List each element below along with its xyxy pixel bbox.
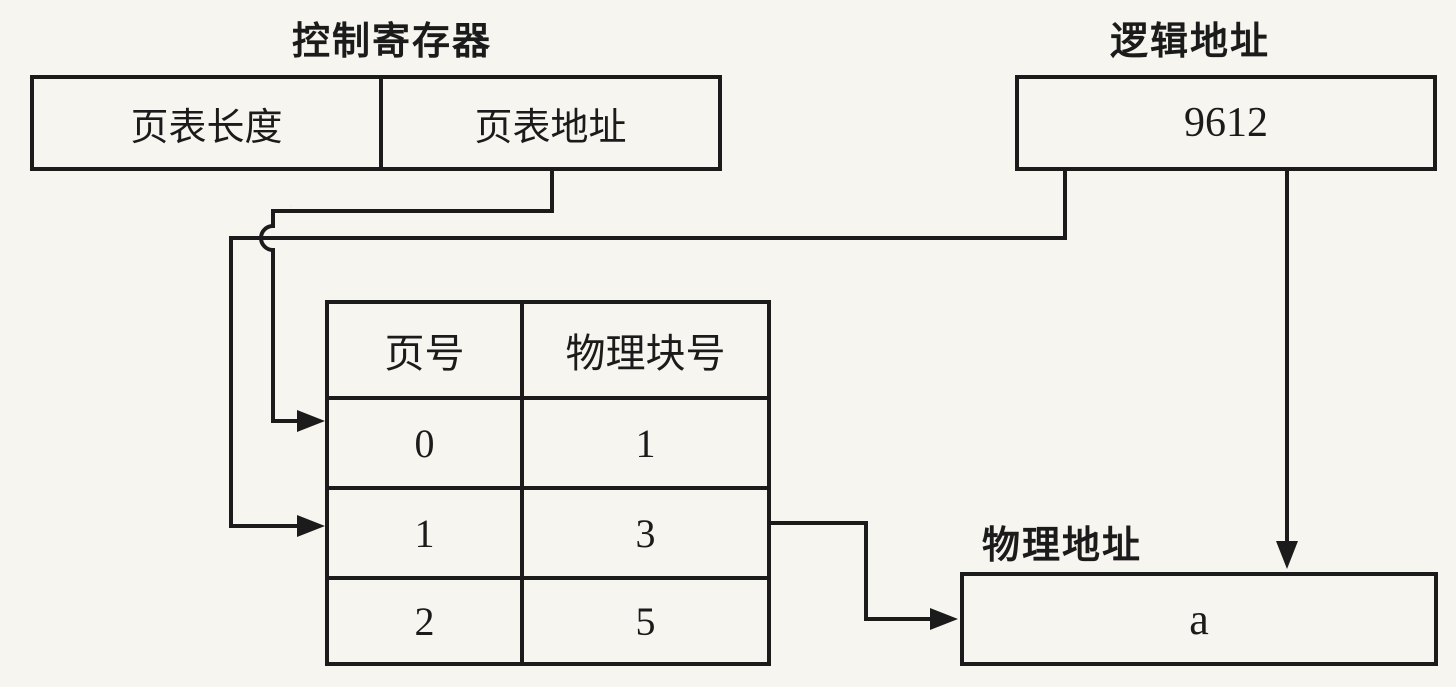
page-table-row1-block: 3	[520, 486, 767, 576]
physical-address-title: 物理地址	[981, 525, 1142, 567]
page-table-header-page-number: 页号	[384, 331, 465, 376]
page-table-length-field: 页表长度	[130, 106, 283, 149]
page-table-row2-block: 5	[520, 576, 767, 662]
control-register-box: 页表长度 页表地址	[30, 75, 722, 171]
page-table-header-block-number: 物理块号	[520, 304, 767, 396]
logical-address-value: 9612	[1184, 100, 1268, 146]
control-register-title: 控制寄存器	[291, 21, 492, 63]
page-table-row2-page: 2	[329, 576, 520, 662]
page-table-row0-page: 0	[329, 396, 520, 486]
page-table: 页号 物理块号 0 1 1 3 2 5	[325, 300, 771, 666]
logical-address-title: 逻辑地址	[1109, 21, 1270, 63]
physical-address-value: a	[1189, 594, 1209, 644]
arrowhead-into-physical-address-icon	[930, 608, 958, 630]
wire-row1-to-physical-address	[771, 521, 933, 621]
arrowhead-into-row1-icon	[297, 515, 325, 537]
page-table-row1-page: 1	[329, 486, 520, 576]
page-table-row0-block: 1	[520, 396, 767, 486]
page-table-address-field: 页表地址	[379, 79, 718, 167]
arrowhead-offset-down-icon	[1276, 541, 1298, 569]
arrowhead-into-row0-icon	[297, 410, 325, 432]
physical-address-box: a	[960, 572, 1438, 666]
logical-address-box: 9612	[1015, 75, 1437, 171]
